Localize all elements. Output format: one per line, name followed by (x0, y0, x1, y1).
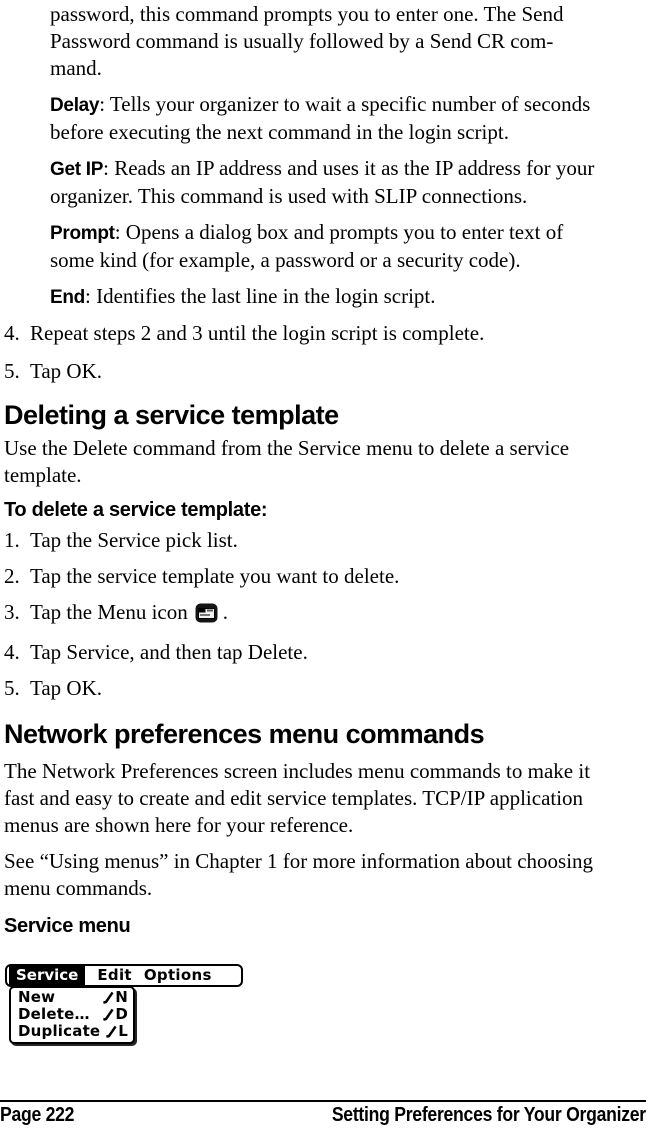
step-text: Tap Service, and then tap Delete. (30, 640, 308, 664)
section-heading-deleting: Deleting a service template (4, 400, 339, 430)
step-text: Tap OK. (30, 676, 103, 700)
definition-delay: Delay: Tells your organizer to wait a sp… (50, 91, 644, 146)
menu-icon (195, 603, 218, 630)
definition-text: : Identifies the last line in the login … (85, 284, 436, 308)
definition-term: End (50, 287, 85, 308)
command-stroke-icon (106, 1025, 117, 1038)
list-item: 5. Tap OK. (4, 358, 644, 385)
definition-get-ip: Get IP: Reads an IP address and uses it … (50, 155, 644, 210)
step-text-post: . (222, 600, 228, 624)
definition-text: : Reads an IP address and uses it as the… (50, 156, 595, 208)
step-number: 4. (4, 321, 20, 345)
menu-item-label: Delete… (18, 1005, 90, 1023)
palm-service-dropdown: New N Delete… D Duplicate L (9, 986, 135, 1044)
menu-item-shortcut: N (102, 989, 128, 1006)
footer-page-number: Page 222 (0, 1104, 75, 1126)
step-number: 3. (4, 600, 20, 624)
service-menu-screenshot: Service Edit Options New N Delete… D Dup… (5, 964, 245, 1044)
menu-item-shortcut: L (105, 1023, 128, 1040)
list-item: 5. Tap OK. (4, 675, 644, 702)
command-stroke-icon (103, 1008, 114, 1021)
paragraph-network-prefs: The Network Preferences screen includes … (4, 759, 591, 837)
menu-item-delete: Delete… D (11, 1006, 133, 1023)
step-text: Tap the Service pick list. (30, 528, 238, 552)
command-stroke-icon (103, 991, 114, 1004)
step-number: 2. (4, 564, 20, 588)
step-text: Repeat steps 2 and 3 until the login scr… (30, 321, 485, 345)
footer-section-title: Setting Preferences for Your Organizer (331, 1104, 646, 1126)
delete-template-steps: 1. Tap the Service pick list. 2. Tap the… (4, 527, 644, 702)
page-footer: Page 222 Setting Preferences for Your Or… (0, 1103, 646, 1127)
list-item: 3. Tap the Menu icon. (4, 599, 644, 630)
step-text: Tap the Menu icon. (30, 599, 228, 630)
definition-text: : Tells your organizer to wait a specifi… (50, 92, 591, 144)
paragraph-see-using-menus: See “Using menus” in Chapter 1 for more … (4, 849, 594, 900)
paragraph-send-password: password, this command prompts you to en… (50, 2, 564, 80)
list-item: 2. Tap the service template you want to … (4, 563, 644, 590)
step-number: 5. (4, 359, 20, 383)
subheading-to-delete: To delete a service template: (4, 499, 268, 521)
step-number: 5. (4, 676, 20, 700)
definition-end: End: Identifies the last line in the log… (50, 283, 644, 311)
subheading-service-menu: Service menu (4, 915, 131, 937)
login-script-steps: 4. Repeat steps 2 and 3 until the login … (4, 320, 644, 385)
step-number: 1. (4, 528, 20, 552)
step-text-pre: Tap the Menu icon (30, 600, 188, 624)
menubar-item-edit: Edit (97, 966, 132, 984)
list-item: 1. Tap the Service pick list. (4, 527, 644, 554)
paragraph-use-delete: Use the Delete command from the Service … (4, 436, 570, 487)
menu-item-label: New (18, 988, 56, 1006)
menubar-item-service: Service (9, 966, 86, 985)
list-item: 4. Repeat steps 2 and 3 until the login … (4, 320, 644, 347)
list-item: 4. Tap Service, and then tap Delete. (4, 639, 644, 666)
definition-term: Prompt (50, 223, 115, 244)
section-heading-network: Network preferences menu commands (4, 719, 485, 749)
menu-item-new: New N (11, 989, 133, 1006)
menu-item-duplicate: Duplicate L (11, 1023, 133, 1040)
footer-divider (0, 1100, 646, 1102)
step-text: Tap OK. (30, 359, 103, 383)
palm-menubar: Service Edit Options (5, 964, 243, 987)
definition-prompt: Prompt: Opens a dialog box and prompts y… (50, 219, 644, 274)
definition-text: : Opens a dialog box and prompts you to … (50, 220, 564, 272)
step-number: 4. (4, 640, 20, 664)
menubar-item-options: Options (143, 966, 212, 984)
menu-item-label: Duplicate (18, 1022, 101, 1040)
step-text: Tap the service template you want to del… (30, 564, 400, 588)
menu-item-shortcut: D (102, 1006, 128, 1023)
definition-term: Get IP (50, 159, 104, 180)
definition-term: Delay (50, 95, 100, 116)
